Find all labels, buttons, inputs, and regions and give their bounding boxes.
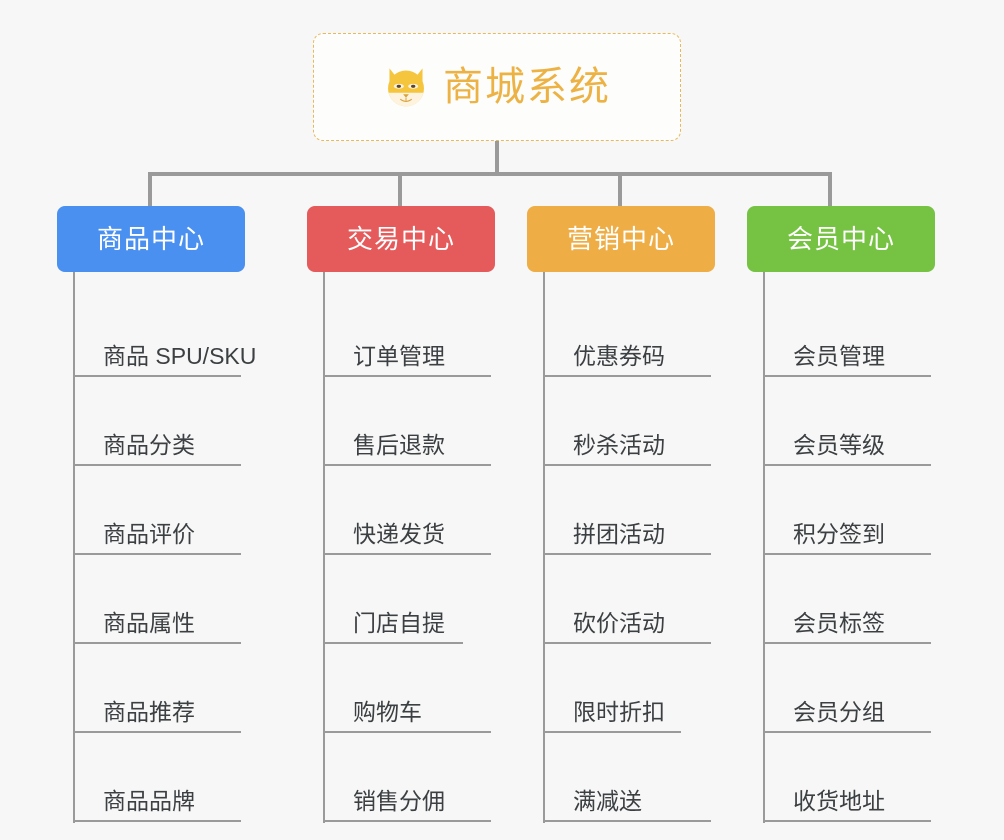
- connector-drop-2: [398, 174, 402, 208]
- leaf-list-member: 会员管理 会员等级 积分签到 会员标签 会员分组 收货地址: [763, 272, 935, 823]
- list-item[interactable]: 商品属性: [73, 555, 245, 644]
- leaf-label: 销售分佣: [353, 788, 445, 814]
- category-box-trade[interactable]: 交易中心: [307, 206, 495, 272]
- list-item[interactable]: 收货地址: [763, 733, 935, 822]
- category-label-trade: 交易中心: [346, 224, 455, 254]
- leaf-label: 订单管理: [353, 343, 445, 369]
- list-item[interactable]: 商品评价: [73, 466, 245, 555]
- list-item[interactable]: 销售分佣: [323, 733, 495, 822]
- connector-drop-4: [828, 174, 832, 208]
- category-label-member: 会员中心: [786, 224, 895, 254]
- list-item[interactable]: 会员标签: [763, 555, 935, 644]
- leaf-list-product: 商品 SPU/SKU 商品分类 商品评价 商品属性 商品推荐 商品品牌: [73, 272, 256, 823]
- category-box-member[interactable]: 会员中心: [747, 206, 935, 272]
- leaf-label: 收货地址: [793, 788, 885, 814]
- leaf-label: 会员等级: [793, 432, 885, 458]
- list-item[interactable]: 订单管理: [323, 288, 495, 377]
- branch-column-marketing: 营销中心 优惠券码 秒杀活动 拼团活动 砍价活动 限时折扣 满减送: [527, 206, 715, 823]
- leaf-label: 会员管理: [793, 343, 885, 369]
- connector-drop-3: [618, 174, 622, 208]
- branch-column-trade: 交易中心 订单管理 售后退款 快递发货 门店自提 购物车 销售分佣: [307, 206, 495, 823]
- leaf-label: 积分签到: [793, 521, 885, 547]
- root-title: 商城系统: [443, 65, 611, 109]
- leaf-trunk: [763, 272, 765, 823]
- category-label-product: 商品中心: [96, 224, 205, 254]
- leaf-label: 会员标签: [793, 610, 885, 636]
- leaf-label: 商品分类: [103, 432, 195, 458]
- branch-column-member: 会员中心 会员管理 会员等级 积分签到 会员标签 会员分组 收货地址: [747, 206, 935, 823]
- list-item[interactable]: 商品品牌: [73, 733, 245, 822]
- leaf-label: 商品品牌: [103, 788, 195, 814]
- leaf-label: 门店自提: [353, 610, 445, 636]
- list-item[interactable]: 门店自提: [323, 555, 495, 644]
- category-label-marketing: 营销中心: [566, 224, 675, 254]
- list-item[interactable]: 砍价活动: [543, 555, 715, 644]
- leaf-trunk: [323, 272, 325, 823]
- leaf-list-trade: 订单管理 售后退款 快递发货 门店自提 购物车 销售分佣: [323, 272, 495, 823]
- list-item[interactable]: 快递发货: [323, 466, 495, 555]
- leaf-label: 快递发货: [353, 521, 445, 547]
- branch-column-product: 商品中心 商品 SPU/SKU 商品分类 商品评价 商品属性 商品推荐 商品品牌: [57, 206, 256, 823]
- leaf-label: 砍价活动: [573, 610, 665, 636]
- leaf-label: 拼团活动: [573, 521, 665, 547]
- list-item[interactable]: 会员分组: [763, 644, 935, 733]
- leaf-label: 商品推荐: [103, 699, 195, 725]
- list-item[interactable]: 商品 SPU/SKU: [73, 288, 256, 377]
- leaf-label: 限时折扣: [573, 699, 665, 725]
- leaf-label: 会员分组: [793, 699, 885, 725]
- list-item[interactable]: 售后退款: [323, 377, 495, 466]
- list-item[interactable]: 购物车: [323, 644, 495, 733]
- root-node[interactable]: 商城系统: [313, 33, 681, 141]
- list-item[interactable]: 满减送: [543, 733, 715, 822]
- list-item[interactable]: 会员管理: [763, 288, 935, 377]
- list-item[interactable]: 优惠券码: [543, 288, 715, 377]
- list-item[interactable]: 商品分类: [73, 377, 245, 466]
- leaf-trunk: [543, 272, 545, 823]
- connector-drop-1: [148, 174, 152, 208]
- leaf-label: 满减送: [573, 788, 642, 814]
- leaf-trunk: [73, 272, 75, 823]
- list-item[interactable]: 会员等级: [763, 377, 935, 466]
- list-item[interactable]: 商品推荐: [73, 644, 245, 733]
- leaf-label: 优惠券码: [573, 343, 665, 369]
- leaf-label: 购物车: [353, 699, 422, 725]
- leaf-label: 商品 SPU/SKU: [103, 343, 257, 369]
- leaf-label: 售后退款: [353, 432, 445, 458]
- list-item[interactable]: 积分签到: [763, 466, 935, 555]
- category-box-product[interactable]: 商品中心: [57, 206, 245, 272]
- leaf-label: 秒杀活动: [573, 432, 665, 458]
- leaf-label: 商品评价: [103, 521, 195, 547]
- connector-stem: [495, 141, 499, 174]
- leaf-label: 商品属性: [103, 610, 195, 636]
- list-item[interactable]: 限时折扣: [543, 644, 715, 733]
- list-item[interactable]: 拼团活动: [543, 466, 715, 555]
- leaf-list-marketing: 优惠券码 秒杀活动 拼团活动 砍价活动 限时折扣 满减送: [543, 272, 715, 823]
- dog-face-icon: [388, 68, 424, 107]
- list-item[interactable]: 秒杀活动: [543, 377, 715, 466]
- category-box-marketing[interactable]: 营销中心: [527, 206, 715, 272]
- connector-horizontal-bus: [148, 172, 832, 176]
